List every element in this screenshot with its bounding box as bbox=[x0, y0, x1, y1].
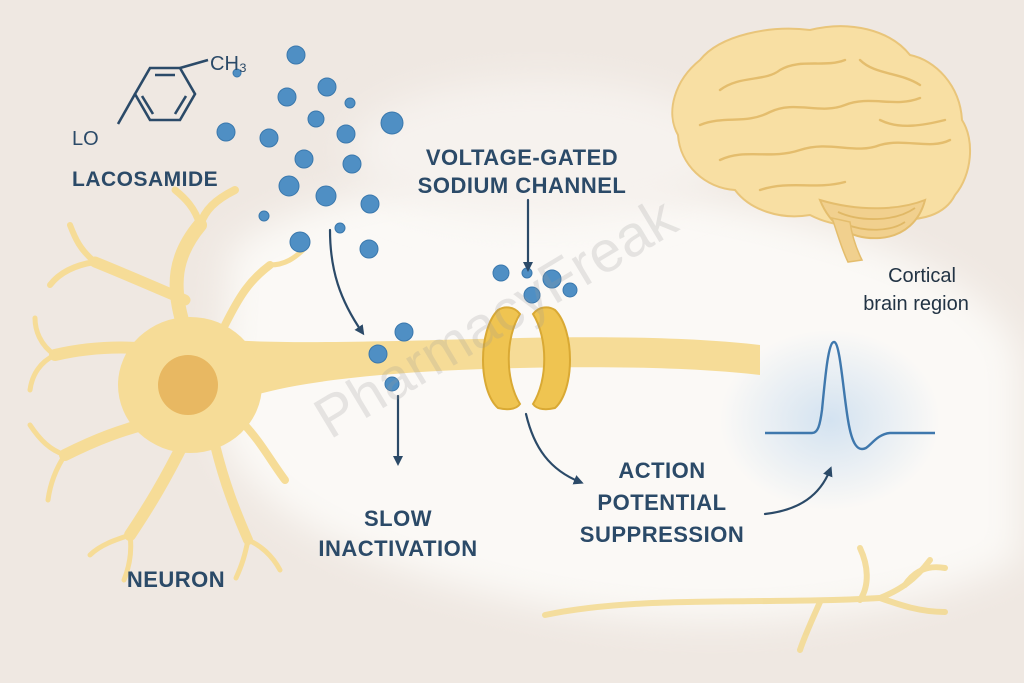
drug-particle bbox=[232, 68, 242, 78]
drug-particle bbox=[394, 322, 414, 342]
drug-particle bbox=[384, 376, 400, 392]
sodium-channel-icon bbox=[482, 306, 571, 411]
drug-particle bbox=[523, 286, 541, 304]
drug-particle bbox=[216, 122, 236, 142]
molecule-lo-label: LO bbox=[72, 128, 99, 150]
drug-particle bbox=[380, 111, 404, 135]
brain-label-line2: brain region bbox=[863, 293, 969, 315]
drug-particle bbox=[336, 124, 356, 144]
drug-particle bbox=[344, 97, 356, 109]
channel-label-line2: SODIUM CHANNEL bbox=[418, 173, 627, 198]
drug-particle bbox=[278, 175, 300, 197]
drug-particle bbox=[359, 239, 379, 259]
channel-to-suppression-arrow bbox=[524, 412, 584, 485]
slow-label-line2: INACTIVATION bbox=[318, 536, 477, 561]
action-potential-waveform-icon bbox=[765, 340, 935, 451]
drug-particle bbox=[286, 45, 306, 65]
drug-particle bbox=[258, 210, 270, 222]
neuron-icon bbox=[27, 186, 760, 583]
drug-particle bbox=[360, 194, 380, 214]
drug-particle bbox=[289, 231, 311, 253]
drug-particle bbox=[492, 264, 510, 282]
drug-to-channel-arrow bbox=[328, 228, 365, 336]
action-label-line2: POTENTIAL bbox=[597, 490, 726, 515]
drug-name-label: LACOSAMIDE bbox=[72, 168, 218, 191]
arrows bbox=[328, 198, 833, 516]
brain-icon bbox=[671, 25, 972, 263]
action-label-line1: ACTION bbox=[618, 458, 705, 483]
drug-particle bbox=[307, 110, 325, 128]
drug-particle bbox=[368, 344, 388, 364]
drug-particle bbox=[542, 269, 562, 289]
drug-particle bbox=[334, 222, 346, 234]
slow-label-line1: SLOW bbox=[364, 506, 432, 531]
drug-particle bbox=[342, 154, 362, 174]
drug-particles bbox=[216, 45, 578, 392]
molecule-ch3-label: CH₃ bbox=[210, 53, 247, 75]
distant-neuron-icon bbox=[542, 545, 948, 653]
nucleus bbox=[158, 355, 218, 415]
suppression-to-waveform-arrow bbox=[763, 466, 833, 516]
drug-particle bbox=[294, 149, 314, 169]
brain-label-line1: Cortical bbox=[888, 265, 956, 287]
drug-particle bbox=[317, 77, 337, 97]
channel-label-line1: VOLTAGE-GATED bbox=[426, 145, 618, 170]
drug-particle bbox=[277, 87, 297, 107]
action-label-line3: SUPPRESSION bbox=[580, 522, 744, 547]
drug-particle bbox=[315, 185, 337, 207]
drug-particle bbox=[562, 282, 578, 298]
benzene-ring-icon bbox=[116, 58, 209, 125]
neuron-label: NEURON bbox=[127, 567, 225, 592]
drug-particle bbox=[259, 128, 279, 148]
